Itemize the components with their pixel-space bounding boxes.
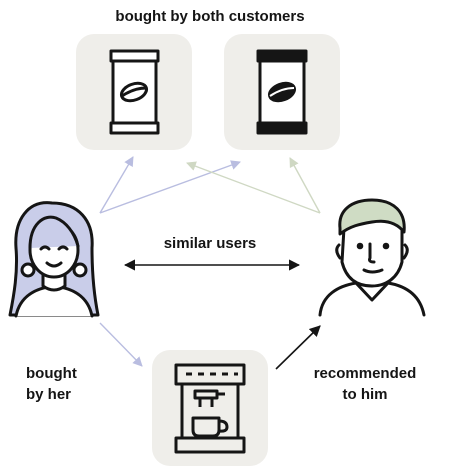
- recommended-to-him-line1: recommended: [313, 365, 417, 382]
- bought-by-her-line2: by her: [26, 386, 72, 403]
- bought-by-her-label: bought by her: [26, 363, 77, 405]
- arrow-woman-to-machine: [99, 322, 143, 367]
- coffee-bag-dark-icon: [256, 49, 308, 135]
- man-icon: [318, 198, 426, 317]
- recommendation-arrow: [275, 325, 321, 370]
- similar-users-label: similar users: [163, 235, 257, 252]
- coffee-machine-tile: [152, 350, 268, 466]
- bought-by-her-line1: bought: [26, 365, 77, 382]
- recommended-to-him-label: recommended to him: [300, 363, 430, 405]
- arrow-woman-to-bag-dark: [99, 160, 241, 214]
- arrow-man-to-bag-dark: [289, 157, 321, 214]
- title-bought-by-both: bought by both customers: [115, 8, 305, 25]
- arrow-man-to-bag-light: [186, 161, 321, 214]
- arrow-woman-to-bag-light: [99, 156, 134, 214]
- coffee-bag-light-icon: [109, 49, 160, 135]
- coffee-machine-icon: [174, 363, 246, 454]
- recommended-to-him-line2: to him: [342, 386, 388, 403]
- woman-icon: [8, 201, 100, 318]
